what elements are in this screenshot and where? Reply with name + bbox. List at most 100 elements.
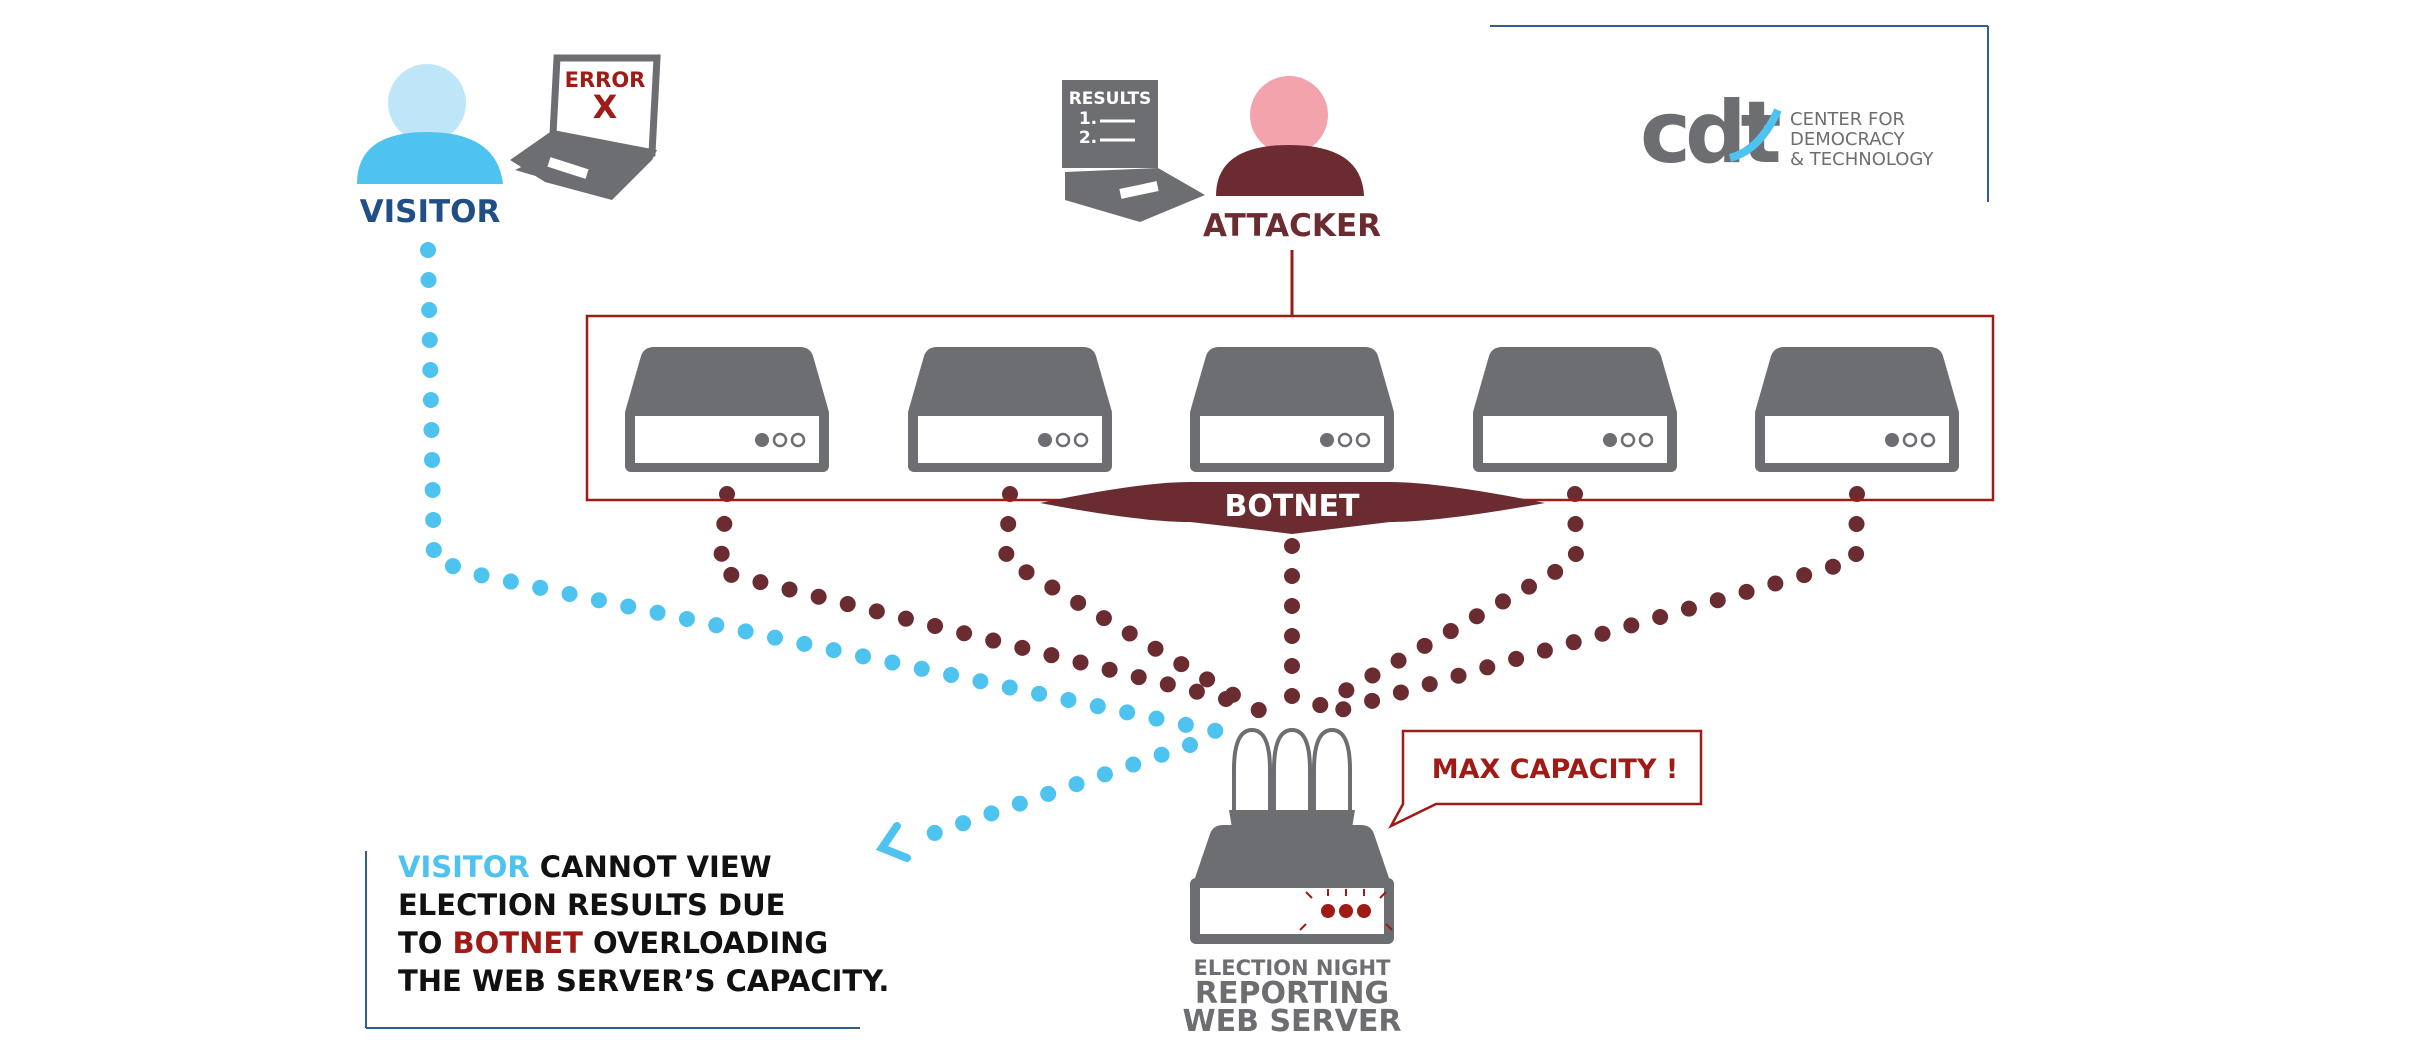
path-dot	[1594, 625, 1611, 642]
botnet-dots-1	[713, 486, 1234, 707]
botnet-dots-3	[1284, 538, 1300, 704]
path-dot	[421, 331, 438, 348]
visitor-icon	[357, 64, 503, 184]
visitor-request-path	[420, 242, 1224, 862]
caption-line-1: VISITOR CANNOT VIEW	[398, 850, 772, 884]
path-dot	[1284, 688, 1300, 704]
path-dot	[1848, 515, 1865, 532]
path-dot	[532, 579, 549, 596]
path-dot	[1121, 625, 1138, 642]
path-dot	[1390, 652, 1407, 669]
path-dot	[1002, 486, 1018, 502]
path-dot	[1567, 486, 1583, 502]
path-dot	[424, 481, 441, 498]
path-dot	[1479, 659, 1496, 676]
path-dot	[1508, 650, 1525, 667]
path-dot	[1416, 637, 1433, 654]
cdt-logo-mark: cdt	[1640, 83, 1781, 183]
path-dot	[423, 421, 440, 438]
path-dot	[927, 617, 944, 634]
error-title: ERROR	[565, 68, 646, 92]
path-dot	[1043, 647, 1060, 664]
path-dot	[1001, 679, 1018, 696]
logo-frame	[1490, 25, 1989, 202]
cdt-logo-line1: CENTER FOR	[1790, 109, 1905, 130]
path-dot	[998, 545, 1015, 562]
path-dot	[1442, 623, 1459, 640]
path-dot	[1182, 737, 1198, 753]
path-dot	[420, 271, 437, 288]
path-dot	[1848, 545, 1865, 562]
server-label-line1: ELECTION NIGHT	[1194, 956, 1392, 980]
path-dot	[913, 660, 930, 677]
path-dot	[1207, 722, 1224, 739]
path-dot	[1173, 656, 1190, 673]
path-dot	[719, 486, 735, 502]
path-dot	[1312, 697, 1329, 714]
path-dot	[1849, 486, 1865, 502]
path-dot	[420, 242, 436, 258]
caption-visitor-highlight: VISITOR	[398, 850, 530, 884]
path-dot	[1767, 575, 1784, 592]
path-dot	[1148, 710, 1165, 727]
attacker-icon	[1216, 76, 1364, 196]
path-dot	[1284, 568, 1300, 584]
path-dot	[1680, 600, 1697, 617]
path-dot	[1450, 667, 1467, 684]
results-title: RESULTS	[1069, 89, 1152, 109]
path-dot	[1567, 515, 1584, 532]
path-dot	[985, 632, 1002, 649]
path-dot	[1284, 538, 1300, 554]
path-dot	[422, 391, 439, 408]
path-dot	[796, 635, 813, 652]
caption-botnet-highlight: BOTNET	[452, 926, 583, 960]
path-dot	[1709, 592, 1726, 609]
path-dot	[897, 610, 914, 627]
path-dot	[1652, 609, 1669, 626]
botnet-traffic-paths	[713, 486, 1865, 719]
path-dot	[1095, 610, 1112, 627]
path-dot	[713, 545, 730, 562]
path-dot	[810, 588, 827, 605]
max-capacity-label: MAX CAPACITY !	[1432, 754, 1678, 785]
path-dot	[1521, 578, 1538, 595]
path-dot	[422, 361, 439, 378]
path-dot	[1338, 682, 1355, 699]
botnet-label: BOTNET	[1225, 489, 1360, 524]
path-dot	[424, 451, 441, 468]
botnet-dots-4	[1312, 486, 1584, 714]
path-dot	[421, 301, 438, 318]
results-laptop-icon: RESULTS 1. 2.	[1062, 80, 1205, 222]
path-dot	[1044, 579, 1061, 596]
bot-server-4	[1473, 347, 1677, 472]
path-dot	[839, 596, 856, 613]
path-dot	[1284, 628, 1300, 644]
path-dot	[956, 625, 973, 642]
bot-server-2	[908, 347, 1112, 472]
path-dot	[1011, 795, 1028, 812]
election-web-server-icon	[1190, 727, 1394, 944]
bot-server-1	[625, 347, 829, 472]
path-dot	[1224, 686, 1241, 703]
path-dot	[1623, 617, 1640, 634]
path-dot	[1284, 598, 1300, 614]
path-dot	[723, 566, 740, 583]
path-dot	[1364, 692, 1381, 709]
path-dot	[766, 629, 783, 646]
caption-frame	[365, 851, 860, 1029]
botnet-dots-2	[998, 486, 1267, 719]
path-dot	[1000, 515, 1017, 532]
path-dot	[1567, 545, 1584, 562]
caption-line-3: TO BOTNET OVERLOADING	[398, 926, 829, 960]
path-dot	[1089, 698, 1106, 715]
path-dot	[855, 648, 872, 665]
path-dot	[716, 515, 733, 532]
bot-server-5	[1755, 347, 1959, 472]
path-dot	[1796, 567, 1813, 584]
path-dot	[926, 824, 943, 841]
cdt-logo-line3: & TECHNOLOGY	[1790, 149, 1934, 170]
path-dot	[1130, 669, 1147, 686]
path-dot	[1096, 766, 1113, 783]
path-dot	[737, 623, 754, 640]
